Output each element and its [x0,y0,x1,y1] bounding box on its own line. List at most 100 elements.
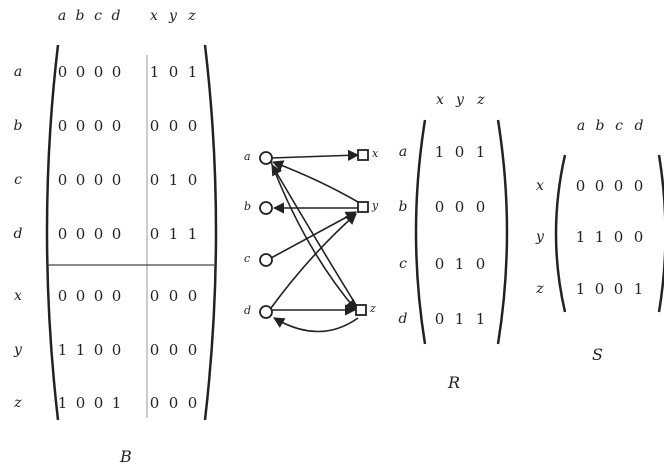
matrix-cell: 1 [111,394,122,412]
row-label: b [13,118,23,134]
row-label: x [536,178,544,194]
matrix-cell: 0 [111,117,122,135]
matrix-cell: 0 [75,117,86,135]
node-d [259,305,273,319]
matrix-cell: 0 [57,171,68,189]
matrix-cell: 1 [454,310,465,328]
matrix-cell: 0 [454,198,465,216]
row-label: a [13,64,23,80]
col-label: y [169,8,177,24]
node-label-x: x [372,147,379,160]
matrix-cell: 0 [434,310,445,328]
matrix-cell: 0 [93,63,104,81]
matrix-cell: 1 [57,394,68,412]
matrix-cell: 0 [93,171,104,189]
matrix-cell: 1 [149,63,160,81]
node-label-d: d [244,304,252,317]
matrix-cell: 0 [75,171,86,189]
col-label: d [634,118,644,134]
matrix-cell: 1 [168,225,179,243]
matrix-cell: 0 [187,171,198,189]
col-label: y [456,92,464,108]
matrix-cell: 0 [613,177,624,195]
row-label: c [14,172,22,188]
matrix-cell: 0 [168,394,179,412]
row-label: x [14,288,22,304]
col-label: x [436,92,444,108]
edge-z-a [271,164,357,306]
node-label-a: a [244,150,251,163]
row-label: y [536,229,544,245]
matrix-cell: 0 [57,225,68,243]
matrix-cell: 0 [187,341,198,359]
matrix-cell: 0 [111,287,122,305]
edge-z-d [273,317,359,333]
node-y [357,201,369,213]
matrix-cell: 0 [475,198,486,216]
matrix-cell: 0 [454,143,465,161]
matrix-r-right-bracket [496,119,509,345]
matrix-cell: 0 [149,341,160,359]
edge-y-a [271,160,359,203]
graph-nodes [259,149,369,319]
matrix-cell: 0 [93,341,104,359]
matrix-cell: 0 [168,287,179,305]
node-label-y: y [372,199,379,212]
col-label: a [57,8,67,24]
matrix-cell: 1 [575,280,586,298]
matrix-s-name: S [592,345,603,364]
row-label: z [536,281,544,297]
matrix-cell: 0 [613,280,624,298]
node-c [259,253,273,267]
node-label-z: z [370,302,376,315]
col-label: c [94,8,102,24]
matrix-cell: 0 [594,280,605,298]
row-label: z [14,395,22,411]
matrix-cell: 0 [57,287,68,305]
matrix-cell: 0 [75,287,86,305]
matrix-cell: 1 [594,228,605,246]
col-label: z [477,92,485,108]
matrix-cell: 0 [149,171,160,189]
matrix-r-name: R [448,373,461,392]
matrix-cell: 0 [149,117,160,135]
col-label: a [576,118,586,134]
matrix-cell: 0 [475,255,486,273]
matrix-cell: 0 [434,255,445,273]
matrix-cell: 0 [633,177,644,195]
col-label: b [75,8,85,24]
matrix-cell: 0 [111,225,122,243]
matrix-cell: 0 [168,117,179,135]
matrix-cell: 1 [454,255,465,273]
row-label: b [398,199,408,215]
edge-d-y [270,213,357,309]
node-label-b: b [244,200,252,213]
matrix-cell: 0 [111,341,122,359]
matrix-cell: 0 [75,394,86,412]
matrix-b-right-bracket [203,44,218,421]
matrix-r-left-bracket [414,119,427,345]
matrix-cell: 1 [475,143,486,161]
matrix-cell: 0 [187,287,198,305]
matrix-cell: 0 [57,117,68,135]
matrix-b-name: B [120,447,132,466]
matrix-cell: 0 [93,287,104,305]
node-a [259,151,273,165]
matrix-cell: 1 [57,341,68,359]
matrix-cell: 0 [187,394,198,412]
col-label: c [615,118,623,134]
col-label: b [595,118,605,134]
matrix-cell: 0 [93,225,104,243]
row-label: a [398,144,408,160]
matrix-cell: 0 [75,63,86,81]
matrix-cell: 0 [111,171,122,189]
matrix-cell: 0 [93,117,104,135]
edge-a-z [270,161,357,311]
matrix-cell: 0 [575,177,586,195]
edge-a-x [270,149,360,161]
matrix-cell: 0 [57,63,68,81]
matrix-cell: 0 [168,341,179,359]
matrix-cell: 1 [475,310,486,328]
node-z [355,304,367,316]
